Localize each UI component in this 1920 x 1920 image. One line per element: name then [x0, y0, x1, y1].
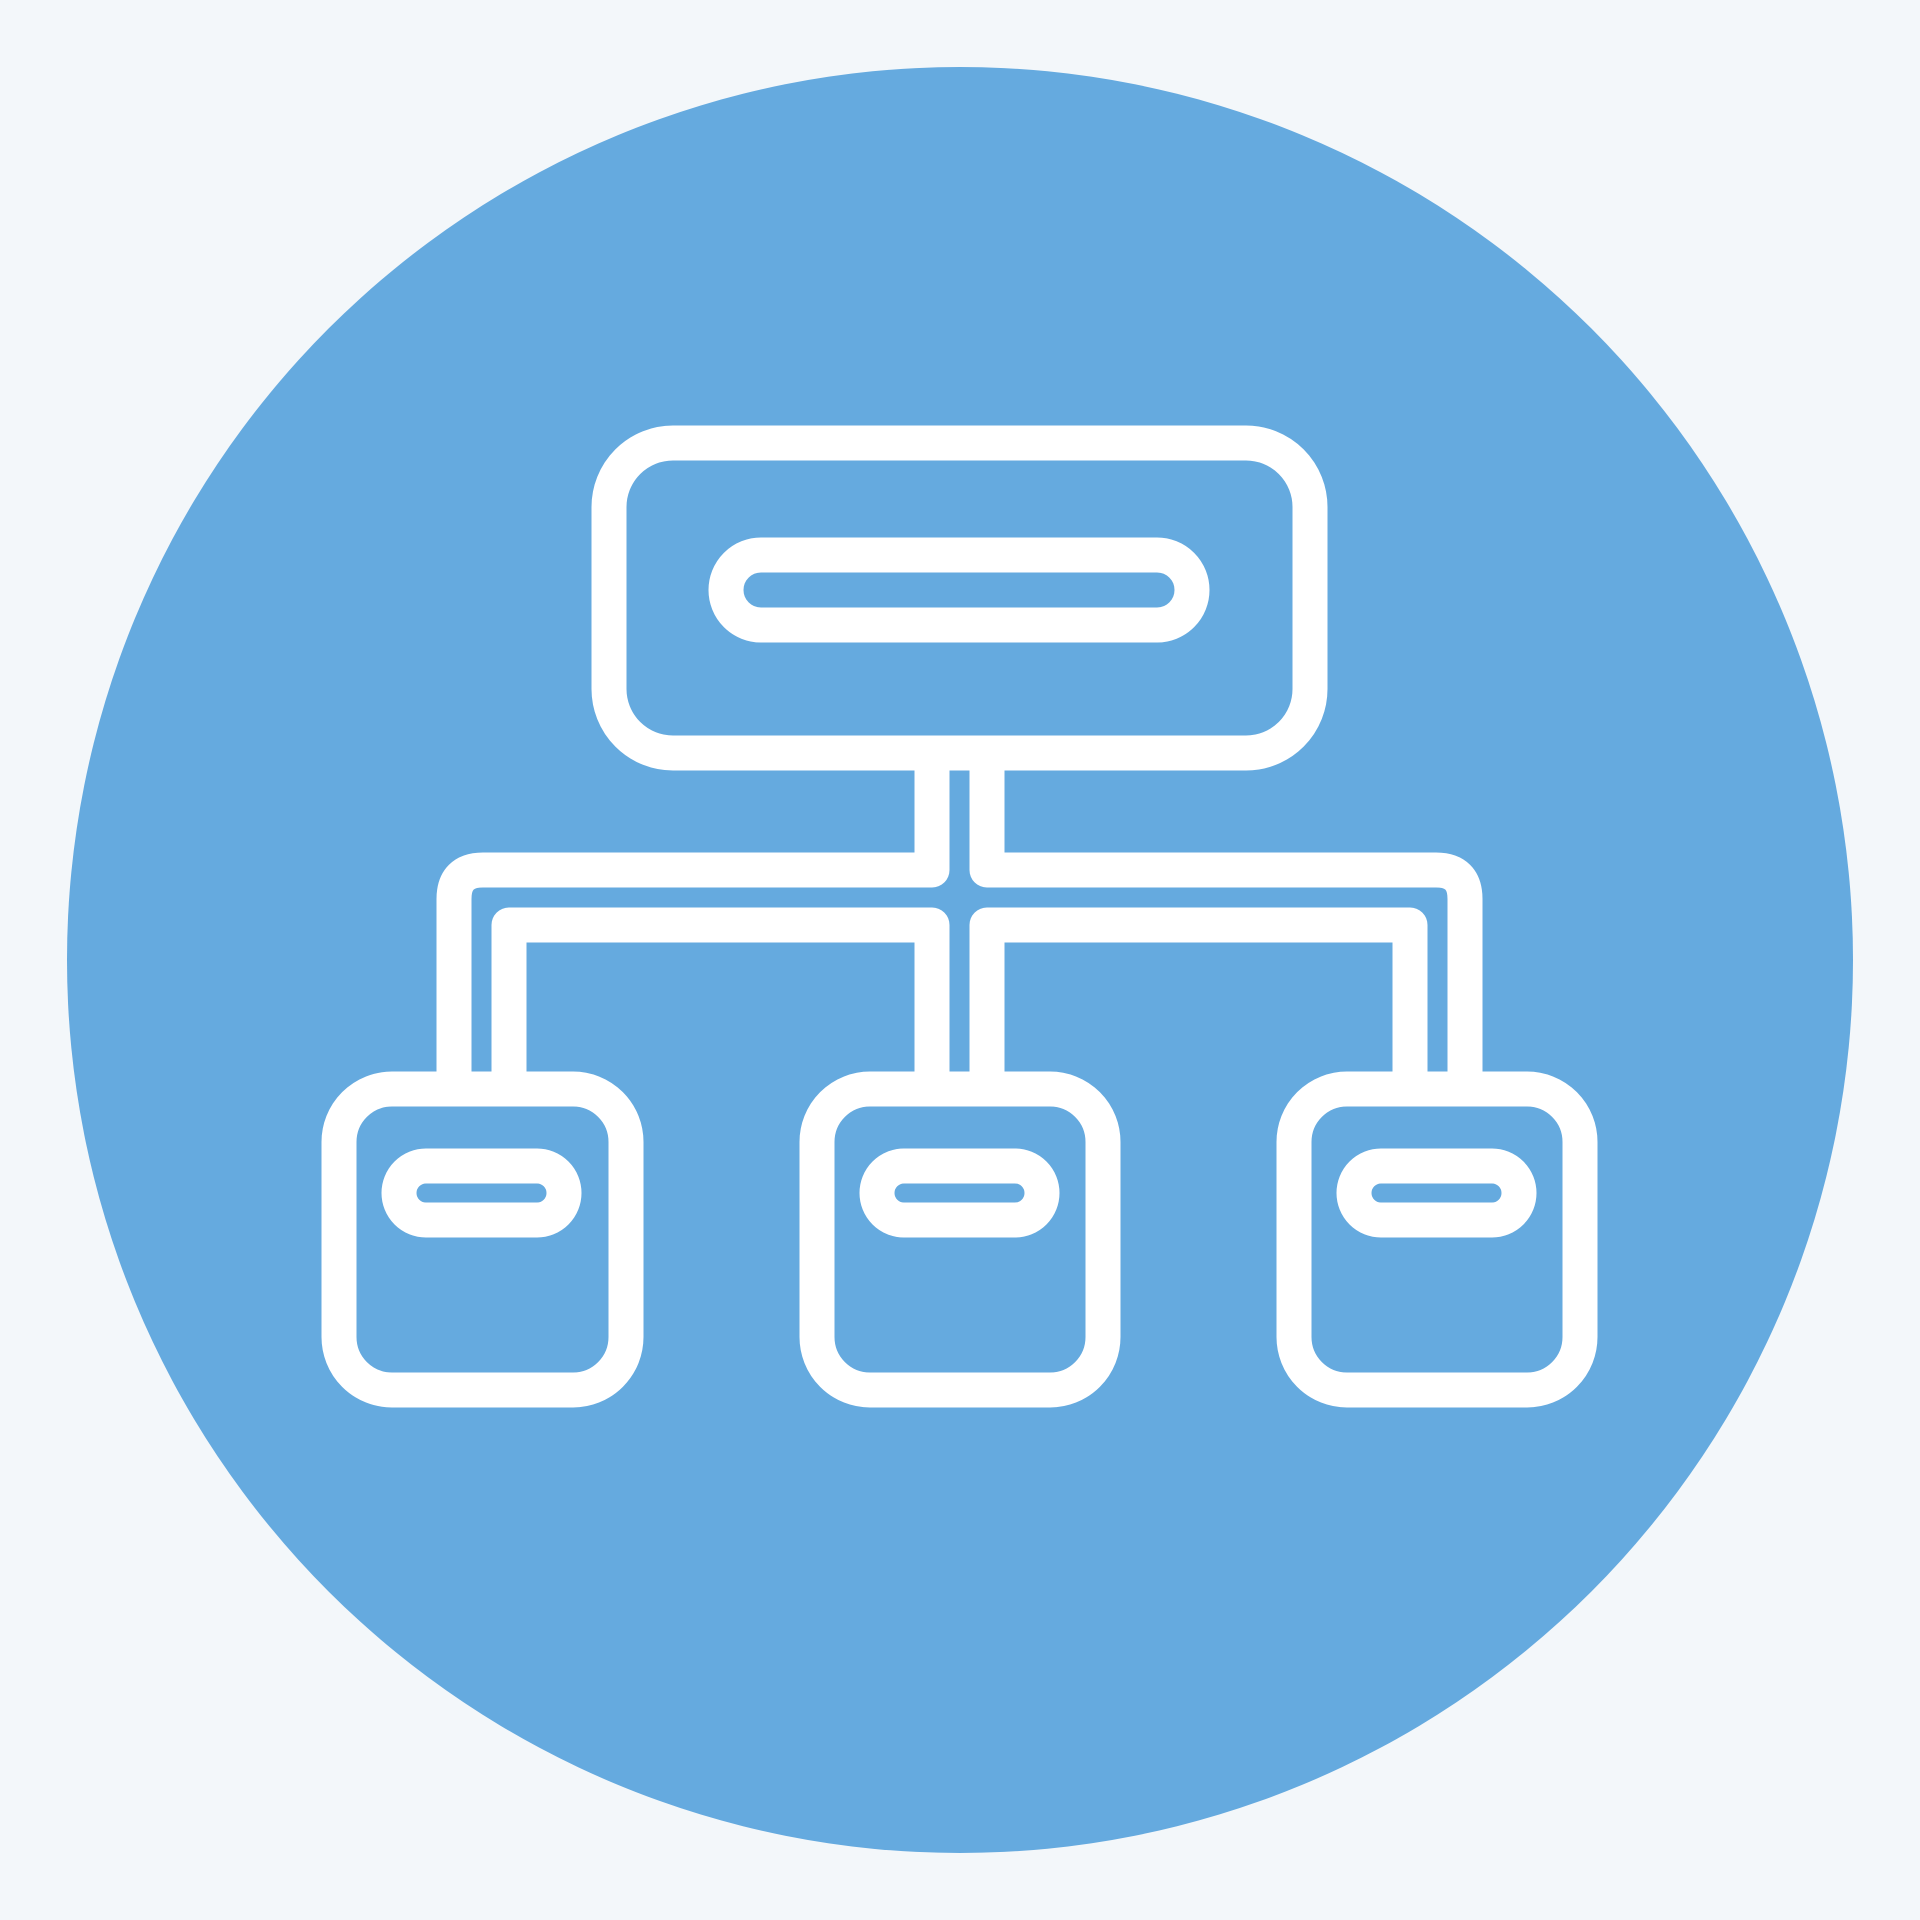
root-node-label-bar [708, 537, 1210, 643]
connector-inner-left [491, 907, 950, 1107]
child-node-center-box [799, 1071, 1121, 1408]
connector-outer-left [436, 735, 950, 1107]
connector-inner-right [969, 907, 1428, 1107]
child-node-left-label-bar [381, 1148, 582, 1238]
root-node-box [591, 425, 1328, 771]
child-node-center-label-bar [859, 1148, 1060, 1238]
org-chart-glyph [321, 425, 1598, 1408]
child-node-right-box [1276, 1071, 1598, 1408]
child-node-left-box [321, 1071, 644, 1408]
child-node-right-label-bar [1336, 1148, 1537, 1238]
background-circle [67, 67, 1853, 1853]
connector-outer-right [969, 735, 1483, 1107]
